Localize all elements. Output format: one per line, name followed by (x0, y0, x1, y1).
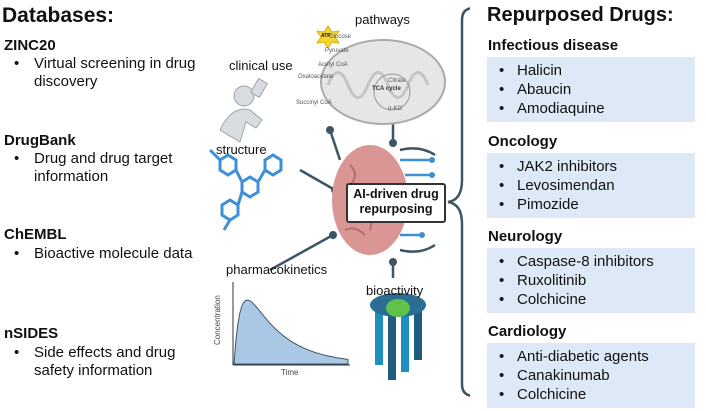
drug-item: Colchicine (487, 290, 695, 309)
drug-item: Anti-diabetic agents (487, 347, 695, 366)
atp-icon (315, 25, 341, 49)
connector-dot-pathways (389, 139, 397, 147)
pk-curve-icon (232, 282, 350, 366)
receptor-icon (370, 293, 426, 380)
label-pathways: pathways (355, 12, 410, 27)
db-desc-drugbank: Drug and drug target information (14, 150, 204, 186)
drug-item: Abaucin (487, 80, 695, 99)
center-diagram (208, 7, 470, 397)
label-structure: structure (216, 142, 267, 157)
label-clinical-use: clinical use (229, 58, 293, 73)
cat-title-cardiology: Cardiology (488, 323, 567, 340)
drug-list-oncology: JAK2 inhibitors Levosimendan Pimozide (487, 153, 695, 218)
databases-title: Databases: (2, 4, 115, 27)
mito-akg: α-KG (388, 106, 403, 112)
pk-xlabel: Time (281, 368, 299, 377)
label-pharmacokinetics: pharmacokinetics (226, 262, 328, 277)
cat-title-neurology: Neurology (488, 228, 563, 245)
mito-glucose: Glucose (329, 34, 352, 40)
mito-succinyl: Succinyl CoA (296, 100, 332, 106)
db-name-zinc20: ZINC20 (4, 37, 56, 54)
mito-citrate: Citrate (388, 78, 406, 84)
curly-brace-icon (447, 7, 470, 397)
db-name-chembl: ChEMBL (4, 226, 67, 243)
ai-repurposing-box: AI-driven drug repurposing (346, 183, 446, 223)
drug-item: Colchicine (487, 385, 695, 404)
db-name-drugbank: DrugBank (4, 132, 76, 149)
connector-dot-bioactivity (389, 258, 397, 266)
person-drinking-icon (219, 77, 269, 143)
drug-item: Levosimendan (487, 176, 695, 195)
connector-dot-pk (329, 231, 337, 239)
mito-acetyl: Acetyl CoA (318, 62, 348, 68)
connector-dot-clinical (326, 126, 334, 134)
mito-oxalo: Oxaloacetate (298, 74, 334, 80)
mitochondrion-icon (320, 39, 446, 125)
drug-item: Canakinumab (487, 366, 695, 385)
cat-title-infectious: Infectious disease (488, 37, 619, 54)
db-desc-nsides: Side effects and drug safety information (14, 344, 204, 380)
cat-title-oncology: Oncology (488, 133, 558, 150)
drug-list-neurology: Caspase-8 inhibitors Ruxolitinib Colchic… (487, 248, 695, 313)
drug-item: Ruxolitinib (487, 271, 695, 290)
drug-list-cardiology: Anti-diabetic agents Canakinumab Colchic… (487, 343, 695, 408)
repurposed-title: Repurposed Drugs: (487, 4, 674, 26)
drug-item: Caspase-8 inhibitors (487, 252, 695, 271)
connector-pk (269, 233, 334, 272)
drug-list-infectious: Halicin Abaucin Amodiaquine (487, 57, 695, 122)
label-bioactivity: bioactivity (366, 283, 424, 298)
mito-pyruvate: Pyruvate (325, 48, 349, 54)
db-desc-chembl: Bioactive molecule data (14, 245, 204, 263)
connector-clinical (328, 129, 342, 161)
drug-item: Amodiaquine (487, 99, 695, 118)
connector-structure (299, 168, 336, 192)
drug-item: JAK2 inhibitors (487, 157, 695, 176)
mito-tca: TCA cycle (372, 86, 401, 92)
drug-item: Pimozide (487, 195, 695, 214)
molecule-icon (208, 148, 283, 231)
db-name-nsides: nSIDES (4, 325, 59, 342)
db-desc-zinc20: Virtual screening in drug discovery (14, 55, 204, 91)
pk-ylabel: Concentration (213, 295, 222, 345)
drug-item: Halicin (487, 61, 695, 80)
atp-label: ATP (321, 33, 331, 39)
